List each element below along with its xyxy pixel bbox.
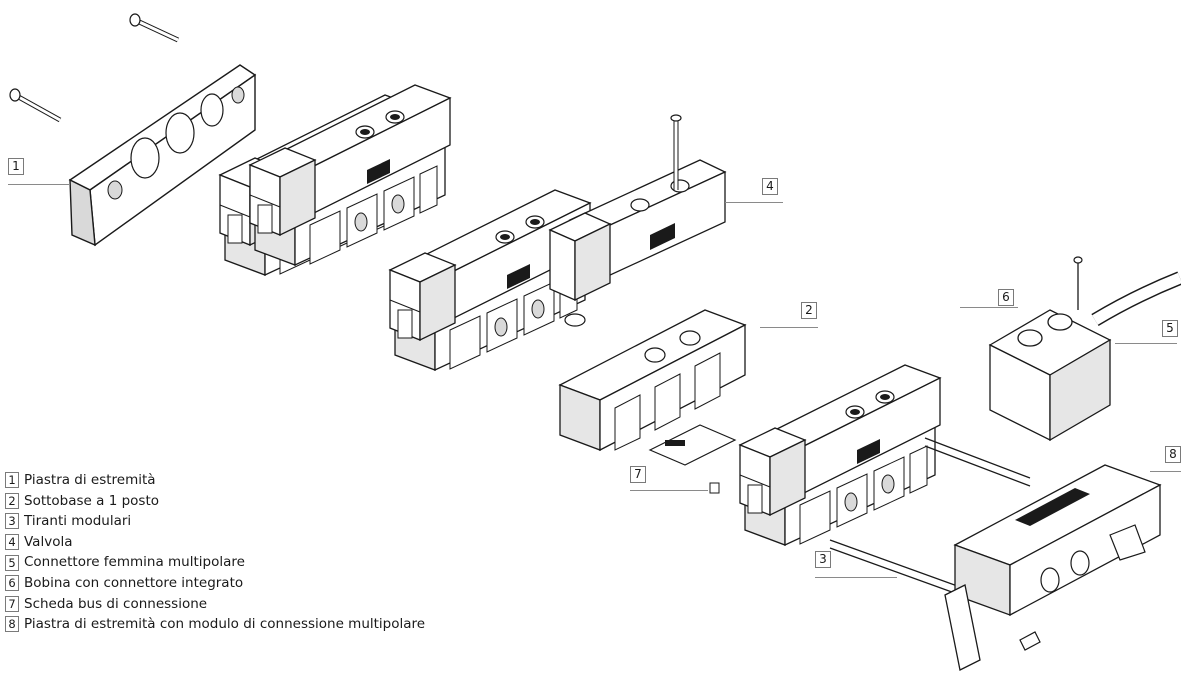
- legend-number: 3: [5, 513, 19, 530]
- callout-line-1: [8, 184, 70, 185]
- legend-item: 1 Piastra di estremità: [5, 470, 425, 491]
- legend-label: Connettore femmina multipolare: [24, 554, 245, 571]
- callout-line-6: [960, 307, 1018, 308]
- callout-4: 4: [762, 178, 778, 195]
- callout-5: 5: [1162, 320, 1178, 337]
- legend-label: Piastra di estremità con modulo di conne…: [24, 616, 426, 633]
- legend-label: Bobina con connettore integrato: [24, 574, 244, 591]
- callout-line-8: [1150, 471, 1181, 472]
- legend-number: 4: [5, 534, 19, 551]
- legend-label: Piastra di estremità: [24, 472, 156, 488]
- callout-line-4: [725, 202, 783, 203]
- callout-1: 1: [8, 158, 24, 175]
- legend-item: 2 Sottobase a 1 posto: [5, 491, 425, 512]
- legend-item: 8 Piastra di estremità con modulo di conn…: [5, 614, 425, 635]
- bus-board-7: [648, 424, 737, 494]
- legend-number: 6: [5, 575, 19, 592]
- legend-number: 1: [5, 472, 19, 489]
- sub-base-2: [558, 309, 747, 452]
- legend-label: Valvola: [24, 533, 73, 550]
- legend-item: 7 Scheda bus di connessione: [5, 594, 425, 615]
- end-plate-8: [944, 464, 1162, 671]
- callout-7: 7: [630, 466, 646, 483]
- legend-number: 8: [5, 616, 19, 633]
- valve-4: [548, 114, 727, 327]
- callout-line-2: [760, 327, 818, 328]
- legend: 1 Piastra di estremità 2 Sottobase a 1 pos…: [5, 470, 425, 635]
- legend-item: 4 Valvola: [5, 532, 425, 553]
- legend-label: Tiranti modulari: [24, 513, 132, 530]
- legend-item: 3 Tiranti modulari: [5, 511, 425, 532]
- callout-8: 8: [1165, 446, 1181, 463]
- legend-number: 7: [5, 595, 19, 612]
- callout-6: 6: [998, 289, 1014, 306]
- callout-line-3: [815, 577, 897, 578]
- callout-3: 3: [815, 551, 831, 568]
- end-plate-1: [9, 13, 257, 247]
- legend-number: 5: [5, 554, 19, 571]
- legend-label: Sottobase a 1 posto: [24, 492, 160, 509]
- legend-item: 5 Connettore femmina multipolare: [5, 552, 425, 573]
- callout-2: 2: [801, 302, 817, 319]
- multipolar-connector-5: [988, 256, 1181, 442]
- legend-item: 6 Bobina con connettore integrato: [5, 573, 425, 594]
- valve-6-with-coil: [739, 364, 941, 546]
- legend-number: 2: [5, 492, 19, 509]
- legend-label: Scheda bus di connessione: [24, 595, 208, 612]
- callout-line-5: [1115, 343, 1177, 344]
- callout-line-7: [630, 490, 708, 491]
